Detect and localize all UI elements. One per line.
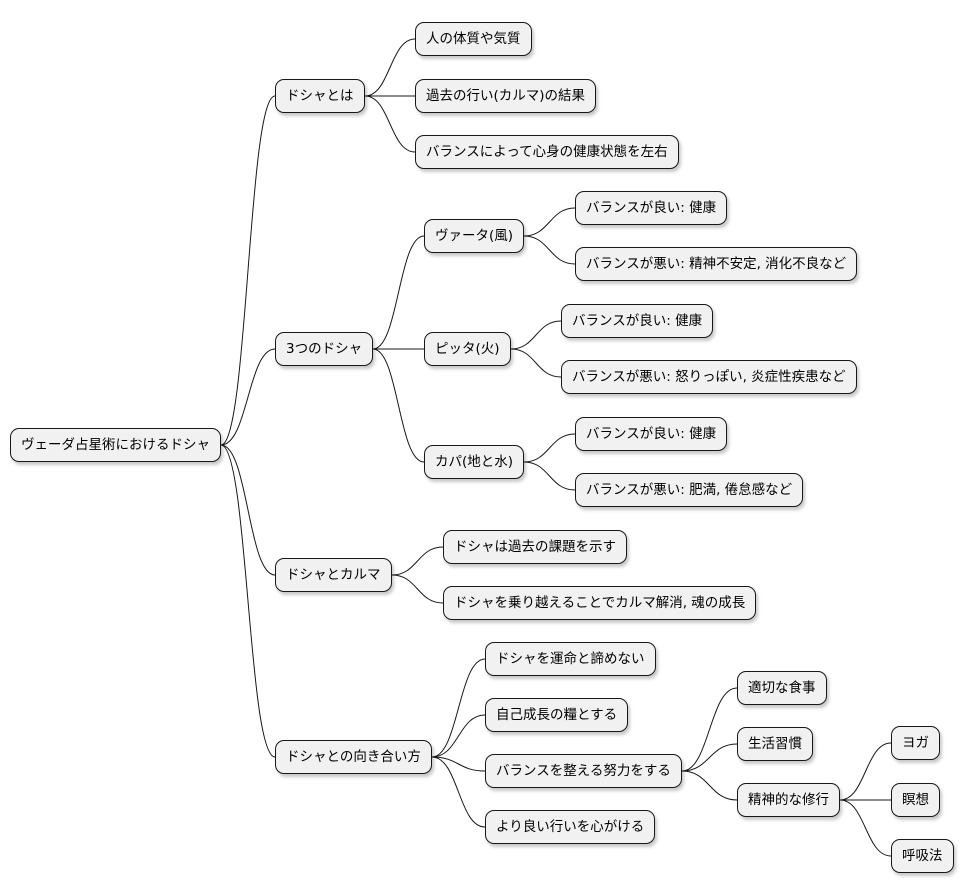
root-node: ヴェーダ占星術におけるドシャ <box>10 428 221 462</box>
subbranch-spiritual-practice: 精神的な修行 <box>737 783 840 817</box>
connector-dosha-pitta-to-pitta-imbalanced <box>510 348 562 378</box>
leaf-karma-resolution: ドシャを乗り越えることでカルマ解消, 魂の成長 <box>443 586 757 620</box>
connector-root-node-to-branch-dosha-karma <box>220 444 276 576</box>
subbranch-balance-effort: バランスを整える努力をする <box>485 754 682 788</box>
pitta-balanced: バランスが良い: 健康 <box>561 304 714 338</box>
vata-balanced: バランスが良い: 健康 <box>575 191 728 225</box>
leaf-self-growth: 自己成長の糧とする <box>485 698 629 732</box>
connector-branch-dealing-with-dosha-to-subbranch-balance-effort <box>431 756 486 772</box>
kapha-balanced: バランスが良い: 健康 <box>575 417 728 451</box>
connector-dosha-vata-to-vata-imbalanced <box>523 235 576 265</box>
connector-root-node-to-branch-three-doshas <box>220 348 276 446</box>
dosha-pitta: ピッタ(火) <box>424 332 511 366</box>
leaf-good-deeds: より良い行いを心がける <box>485 810 656 844</box>
dosha-kapha: カパ(地と水) <box>424 445 525 479</box>
connector-branch-dosha-definition-to-leaf-constitution <box>364 38 416 97</box>
branch-dosha-definition: ドシャとは <box>275 79 365 113</box>
connector-branch-three-doshas-to-dosha-vata <box>372 235 425 350</box>
connector-root-node-to-branch-dealing-with-dosha <box>220 444 276 758</box>
pitta-imbalanced: バランスが悪い: 怒りっぽい, 炎症性疾患など <box>561 360 857 394</box>
branch-three-doshas: 3つのドシャ <box>275 332 374 366</box>
leaf-lifestyle: 生活習慣 <box>737 727 813 761</box>
connector-branch-dosha-karma-to-leaf-karma-resolution <box>391 574 444 604</box>
leaf-health-balance: バランスによって心身の健康状態を左右 <box>415 135 679 169</box>
dosha-vata: ヴァータ(風) <box>424 219 525 253</box>
leaf-constitution: 人の体質や気質 <box>415 22 532 56</box>
connector-branch-dosha-karma-to-leaf-past-issues <box>391 546 444 576</box>
connector-subbranch-balance-effort-to-subbranch-spiritual-practice <box>681 770 738 801</box>
connector-branch-dealing-with-dosha-to-leaf-good-deeds <box>431 756 486 828</box>
connector-dosha-vata-to-vata-balanced <box>523 207 576 237</box>
kapha-imbalanced: バランスが悪い: 肥満, 倦怠感など <box>575 473 804 507</box>
connector-branch-three-doshas-to-dosha-kapha <box>372 348 425 463</box>
connector-subbranch-spiritual-practice-to-leaf-yoga <box>839 742 892 801</box>
leaf-past-issues: ドシャは過去の課題を示す <box>443 530 627 564</box>
connector-subbranch-spiritual-practice-to-leaf-breathing <box>839 799 892 857</box>
leaf-proper-diet: 適切な食事 <box>737 671 827 705</box>
connector-dosha-kapha-to-kapha-balanced <box>523 433 576 463</box>
leaf-karma-result: 過去の行い(カルマ)の結果 <box>415 79 597 113</box>
connector-dosha-pitta-to-pitta-balanced <box>510 320 562 350</box>
connector-branch-dosha-definition-to-leaf-health-balance <box>364 95 416 153</box>
leaf-yoga: ヨガ <box>891 726 940 760</box>
branch-dosha-karma: ドシャとカルマ <box>275 558 392 592</box>
connector-subbranch-balance-effort-to-leaf-lifestyle <box>681 743 738 772</box>
connector-branch-dealing-with-dosha-to-leaf-not-fate <box>431 658 486 758</box>
branch-dealing-with-dosha: ドシャとの向き合い方 <box>275 740 432 774</box>
connector-dosha-kapha-to-kapha-imbalanced <box>523 461 576 491</box>
leaf-meditation: 瞑想 <box>891 783 940 817</box>
connector-root-node-to-branch-dosha-definition <box>220 95 276 446</box>
leaf-not-fate: ドシャを運命と諦めない <box>485 642 656 676</box>
connector-branch-dealing-with-dosha-to-leaf-self-growth <box>431 714 486 758</box>
vata-imbalanced: バランスが悪い: 精神不安定, 消化不良など <box>575 247 858 281</box>
connector-subbranch-balance-effort-to-leaf-proper-diet <box>681 687 738 772</box>
leaf-breathing: 呼吸法 <box>891 839 954 873</box>
